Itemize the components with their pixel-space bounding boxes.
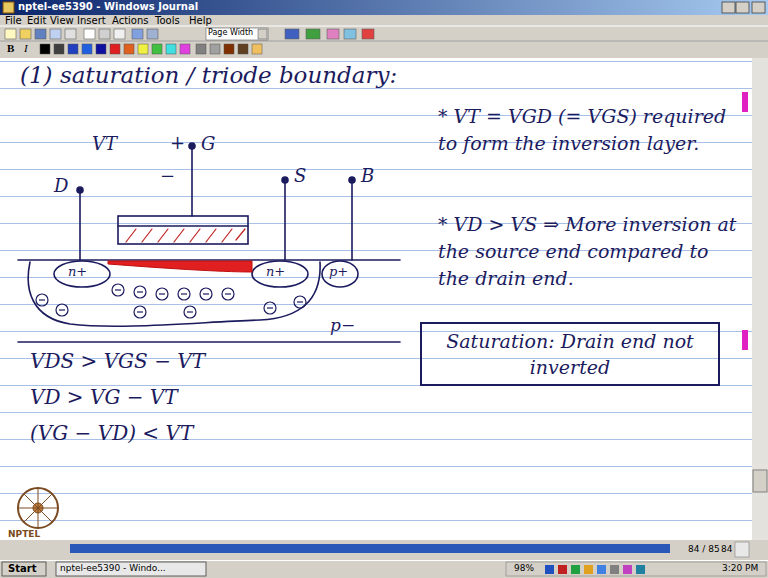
logo-text: NPTEL <box>8 529 40 539</box>
ruled-line <box>0 304 752 305</box>
window-buttons <box>722 2 765 13</box>
boxed-note: Saturation: Drain end not inverted <box>420 322 720 386</box>
ruled-line <box>0 520 752 521</box>
zoom-level: 98% <box>514 563 534 573</box>
menu-item: Help <box>189 15 212 27</box>
task-label: nptel-ee5390 - Windo... <box>60 563 166 573</box>
ruled-line <box>0 277 752 278</box>
region-label: p+ <box>329 265 348 280</box>
menu-item: Insert <box>77 15 106 27</box>
start-label: Start <box>8 563 36 575</box>
menu-item: Actions <box>112 15 149 27</box>
region-label: n+ <box>68 265 87 280</box>
clock: 3:20 PM <box>722 563 758 573</box>
separator <box>0 41 768 42</box>
ruled-line <box>0 88 752 89</box>
app-icon <box>3 2 14 13</box>
region-label: n+ <box>266 265 285 280</box>
mosfet-cross-section <box>18 143 400 342</box>
page-spin <box>735 542 749 557</box>
terminal-label: B <box>361 166 374 187</box>
bold-button: B <box>7 42 14 55</box>
note-text: Saturation: Drain end not inverted <box>432 328 708 380</box>
note-text: * VT = VGD (= VGS) required to form the … <box>438 103 743 157</box>
terminal-label: D <box>54 176 68 197</box>
zoom-dropdown: Page Width <box>208 28 253 37</box>
equation: VD > VG − VT <box>30 386 178 409</box>
toolbar-area <box>0 15 768 58</box>
status-bar <box>0 540 768 560</box>
page-number: 84 <box>721 544 732 554</box>
toolbar-icons <box>5 28 374 40</box>
scroll-thumb <box>753 470 767 492</box>
polarity-sign: + <box>170 133 185 154</box>
inversion-layer <box>108 261 252 272</box>
region-label: p− <box>330 316 355 336</box>
ruled-lines <box>0 62 752 521</box>
terminal-label: S <box>294 166 306 187</box>
menu-item: File <box>5 15 22 27</box>
ruled-line <box>0 466 752 467</box>
nptel-logo <box>18 488 58 528</box>
menu-item: Edit <box>27 15 46 27</box>
scrollbar <box>752 58 768 540</box>
ruled-line <box>0 412 752 413</box>
color-palette <box>40 44 262 54</box>
taskbar <box>0 560 768 578</box>
equation: VDS > VGS − VT <box>30 350 205 373</box>
page-strip <box>70 544 670 553</box>
separator <box>0 560 768 561</box>
window-title: nptel-ee5390 - Windows Journal <box>18 1 198 13</box>
menu-item: Tools <box>155 15 180 27</box>
tray-icons <box>545 565 645 574</box>
ruled-line <box>0 196 752 197</box>
italic-button: I <box>24 42 28 55</box>
page-marker <box>742 330 748 350</box>
ruled-line <box>0 169 752 170</box>
start-button <box>2 562 46 576</box>
voltage-label: VT <box>92 134 117 155</box>
depletion-charges <box>36 284 306 318</box>
heading: (1) saturation / triode boundary: <box>20 62 397 88</box>
page-counter: 84 / 85 <box>688 544 720 554</box>
polarity-sign: − <box>160 166 175 187</box>
terminal-label: G <box>201 134 215 155</box>
system-tray <box>506 562 766 576</box>
ruled-line <box>0 61 752 62</box>
note-page <box>0 58 752 540</box>
menu-item: View <box>50 15 74 27</box>
note-text: * VD > VS ⇒ More inversion at the source… <box>438 211 743 292</box>
task-button <box>56 562 206 576</box>
page-marker <box>742 92 748 112</box>
ruled-line <box>0 493 752 494</box>
equation: (VG − VD) < VT <box>30 422 193 445</box>
title-bar <box>0 0 768 15</box>
